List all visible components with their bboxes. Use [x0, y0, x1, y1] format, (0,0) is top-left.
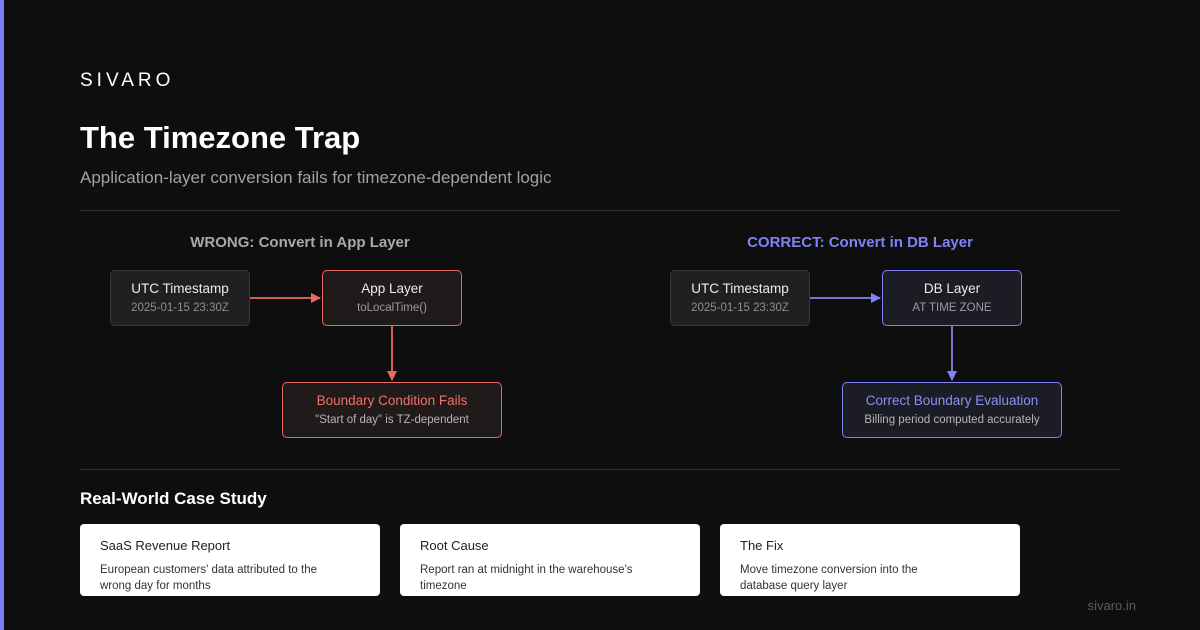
- page-title: The Timezone Trap: [80, 120, 361, 155]
- page-subtitle: Application-layer conversion fails for t…: [80, 168, 552, 187]
- app-layer-detail: toLocalTime(): [357, 302, 427, 314]
- correct-boundary-detail: Billing period computed accurately: [864, 414, 1040, 426]
- db-layer-detail: AT TIME ZONE: [912, 302, 992, 314]
- db-layer-box: DB Layer AT TIME ZONE: [882, 270, 1022, 326]
- case-card-body: European customers' data attributed to t…: [100, 564, 317, 592]
- wrong-utc-box: UTC Timestamp 2025-01-15 23:30Z: [110, 270, 250, 326]
- correct-heading: CORRECT: Convert in DB Layer: [747, 234, 973, 251]
- boundary-fails-detail: "Start of day" is TZ-dependent: [315, 414, 469, 426]
- db-layer-title: DB Layer: [923, 281, 981, 296]
- wrong-heading: WRONG: Convert in App Layer: [190, 234, 410, 251]
- case-card-body: Report ran at midnight in the warehouse'…: [420, 564, 633, 592]
- boundary-fails-box: Boundary Condition Fails "Start of day" …: [282, 382, 502, 438]
- footer-url: sivaro.in: [1087, 598, 1136, 613]
- case-card-title: Root Cause: [420, 538, 489, 553]
- brand-logo: SIVARO: [80, 70, 175, 91]
- wrong-utc-title: UTC Timestamp: [131, 281, 229, 296]
- divider-top: [80, 210, 1120, 211]
- boundary-fails-title: Boundary Condition Fails: [316, 393, 468, 408]
- case-card-body: Move timezone conversion into the databa…: [740, 564, 918, 592]
- case-card-revenue-report: SaaS Revenue Report European customers' …: [80, 524, 380, 596]
- correct-boundary-box: Correct Boundary Evaluation Billing peri…: [842, 382, 1062, 438]
- divider-bottom: [80, 469, 1120, 470]
- case-card-the-fix: The Fix Move timezone conversion into th…: [720, 524, 1020, 596]
- case-card-title: SaaS Revenue Report: [100, 538, 231, 553]
- case-card-root-cause: Root Cause Report ran at midnight in the…: [400, 524, 700, 596]
- app-layer-title: App Layer: [361, 281, 423, 296]
- correct-utc-detail: 2025-01-15 23:30Z: [691, 302, 789, 314]
- wrong-utc-detail: 2025-01-15 23:30Z: [131, 302, 229, 314]
- correct-boundary-title: Correct Boundary Evaluation: [865, 393, 1039, 408]
- case-card-title: The Fix: [740, 538, 784, 553]
- correct-utc-title: UTC Timestamp: [691, 281, 789, 296]
- accent-bar: [0, 0, 4, 630]
- correct-utc-box: UTC Timestamp 2025-01-15 23:30Z: [670, 270, 810, 326]
- app-layer-box: App Layer toLocalTime(): [322, 270, 462, 326]
- case-study-heading: Real-World Case Study: [80, 489, 267, 508]
